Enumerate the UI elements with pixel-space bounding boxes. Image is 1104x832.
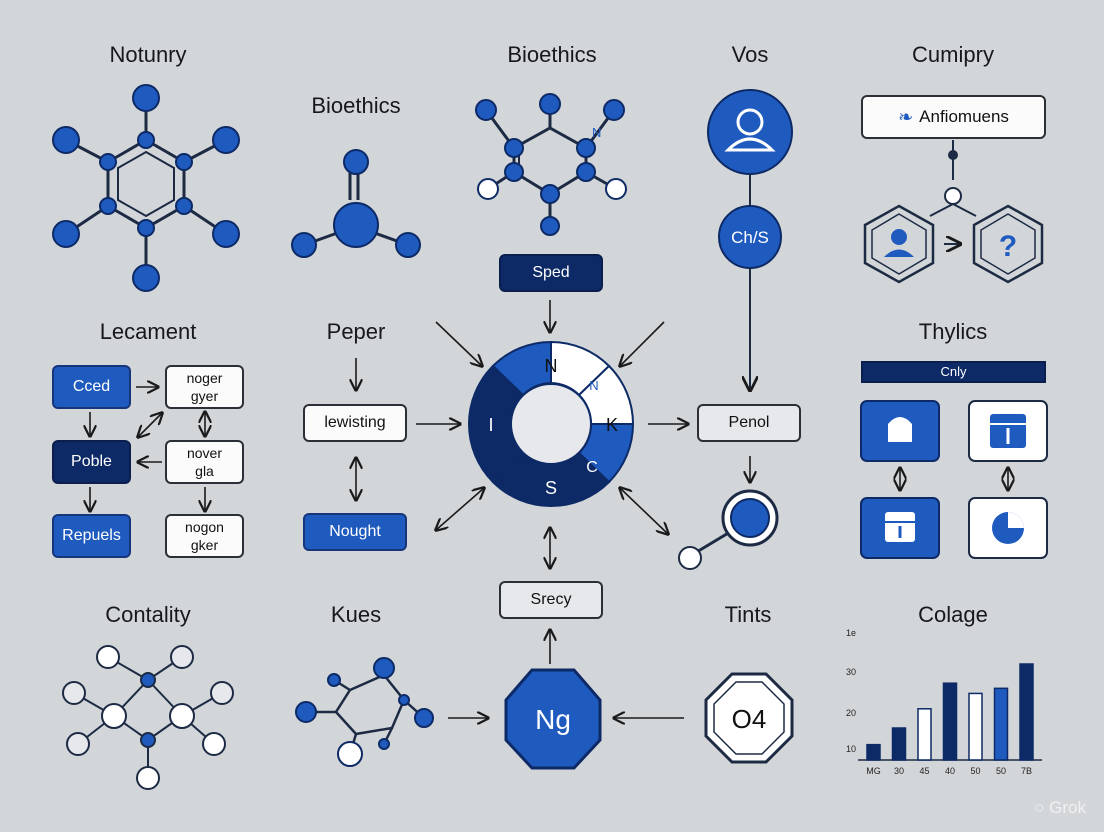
thylics-bar[interactable]: Cnly	[861, 361, 1046, 383]
chart-x-tick-label: 30	[894, 766, 904, 776]
chart-x-tick-label: 50	[970, 766, 980, 776]
flow-nogon-line: nogon	[185, 519, 224, 535]
bioethics-molecule	[291, 149, 421, 258]
leaf-icon: ❧	[898, 107, 914, 127]
title-colage: Colage	[918, 602, 988, 627]
lecament-arrows	[90, 387, 205, 511]
flow-poble-box[interactable]: Poble	[52, 440, 131, 484]
chart-y-tick-label: 30	[846, 667, 856, 677]
notunry-molecule	[65, 98, 227, 278]
title-thylics: Thylics	[918, 319, 988, 344]
flow-nover-gla-box[interactable]: nover gla	[165, 440, 244, 484]
ng-label: Ng	[535, 704, 571, 735]
title-kues: Kues	[330, 602, 382, 627]
wheel-label-n2: N	[589, 378, 598, 393]
title-vos: Vos	[731, 42, 769, 67]
lewisting-box[interactable]: lewisting	[303, 404, 407, 442]
chart-y-tick-label: 1e	[846, 628, 856, 638]
watermark-text: Grok	[1049, 798, 1086, 817]
cumipry-diagram: ?	[863, 140, 1044, 284]
cumipry-label-box[interactable]: ❧ Anfiomuens	[861, 95, 1046, 139]
chart-y-tick-label: 20	[846, 708, 856, 718]
wheel-label-k: K	[606, 415, 618, 435]
flow-gker-line: gker	[190, 537, 219, 553]
wheel-label-c: C	[586, 459, 598, 476]
contality-nodes	[62, 645, 234, 790]
svg-text:?: ?	[999, 230, 1017, 263]
center-wheel	[467, 340, 635, 508]
chart-bar	[1019, 663, 1034, 761]
flow-nover-line: nover	[186, 445, 223, 461]
o4-octagon-outer	[704, 672, 794, 764]
bioethics-n-label: N	[592, 125, 601, 140]
ng-octagon	[504, 668, 602, 770]
kues-molecule	[306, 668, 425, 755]
nought-box[interactable]: Nought	[303, 513, 407, 551]
title-bioethics-mid: Bioethics	[311, 93, 401, 118]
cumipry-label: Anfiomuens	[919, 107, 1009, 126]
o4-label: O4	[732, 704, 767, 734]
vos-column	[707, 89, 793, 390]
ch-s-label: Ch/S	[731, 228, 769, 247]
chart-x-tick-label: 50	[996, 766, 1006, 776]
center-arrows	[356, 300, 750, 718]
wheel-label-s: S	[545, 478, 557, 498]
chart-x-tick-label: 40	[945, 766, 955, 776]
thylics-icons	[860, 400, 1048, 559]
chart-bar	[891, 727, 907, 761]
chart-x-tick-label: 7B	[1021, 766, 1032, 776]
flow-gyer-line: gyer	[190, 388, 219, 404]
flow-nogon-gker-box[interactable]: nogon gker	[165, 514, 244, 558]
notunry-atoms	[52, 84, 240, 292]
lens-icon	[678, 489, 779, 570]
chart-x-tick-label: MG	[866, 766, 881, 776]
flow-repuels-box[interactable]: Repuels	[52, 514, 131, 558]
chart-x-tick-label: 45	[919, 766, 929, 776]
chart-bar	[942, 682, 958, 761]
flow-gla-line: gla	[195, 463, 214, 479]
flow-noger-gyer-box[interactable]: noger gyer	[165, 365, 244, 409]
title-contality: Contality	[105, 602, 191, 627]
kues-atoms	[295, 657, 434, 767]
o4-octagon-inner	[713, 681, 785, 755]
sped-box[interactable]: Sped	[499, 254, 603, 292]
chart-bar	[866, 743, 881, 761]
title-notunry: Notunry	[109, 42, 187, 67]
wheel-label-n1: N	[545, 356, 558, 376]
bioethics-top-atoms	[475, 93, 627, 236]
title-cumipry: Cumipry	[912, 42, 994, 67]
flow-noger-line: noger	[186, 370, 223, 386]
chart-bar	[968, 692, 983, 761]
wheel-label-i: I	[488, 415, 493, 435]
title-bioethics-top: Bioethics	[507, 42, 597, 67]
chart-bar	[917, 708, 932, 761]
chart-y-tick-label: 10	[846, 744, 856, 754]
colage-chart: MG 30 45 40 50 50 7B 1e 30 20 10	[846, 628, 1042, 776]
bioethics-top-molecule	[484, 104, 617, 226]
penol-box[interactable]: Penol	[697, 404, 801, 442]
title-tints: Tints	[724, 602, 772, 627]
chart-bar	[993, 687, 1009, 761]
title-lecament: Lecament	[99, 319, 197, 344]
grok-logo-icon: ○	[1034, 798, 1045, 817]
srecy-box[interactable]: Srecy	[499, 581, 603, 619]
title-peper: Peper	[326, 319, 386, 344]
grok-watermark: ○ Grok	[1034, 798, 1086, 818]
flow-ceed-box[interactable]: Cced	[52, 365, 131, 409]
